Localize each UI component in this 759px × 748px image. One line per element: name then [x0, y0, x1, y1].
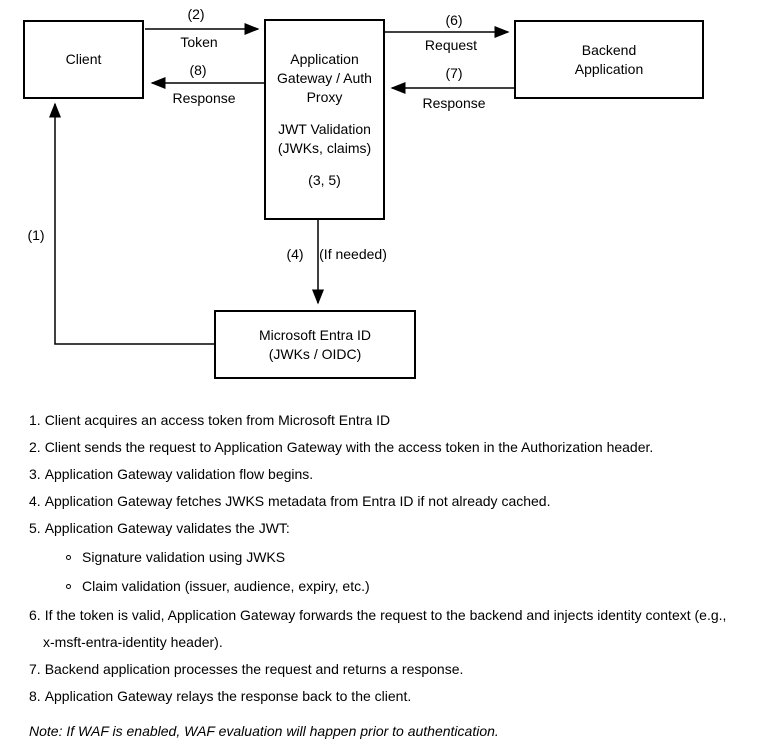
arrow-1-token-acquisition — [49, 102, 214, 345]
step-text: If the token is valid, Application Gatew… — [43, 607, 727, 650]
edge-6-label: Request — [424, 37, 478, 53]
step-number: 6. — [29, 607, 41, 623]
edge-4-number: (4) — [286, 246, 304, 262]
step-8: 8.Application Gateway relays the respons… — [29, 683, 727, 710]
step-text: Application Gateway relays the response … — [44, 688, 412, 704]
backend-label: Backend Application — [574, 41, 644, 77]
gateway-title: Application Gateway / Auth Proxy — [277, 50, 372, 105]
step-text: Application Gateway validates the JWT: — [44, 520, 290, 536]
backend-application-node: Backend Application — [514, 20, 704, 99]
step-1: 1.Client acquires an access token from M… — [29, 407, 727, 434]
client-label: Client — [65, 51, 102, 67]
step-6: 6.If the token is valid, Application Gat… — [29, 602, 727, 656]
gateway-step-numbers: (3, 5) — [308, 171, 341, 188]
step-2: 2.Client sends the request to Applicatio… — [29, 434, 727, 461]
application-gateway-node: Application Gateway / Auth Proxy JWT Val… — [264, 19, 385, 220]
step-text: Application Gateway fetches JWKS metadat… — [44, 493, 551, 509]
edge-2-label: Token — [180, 34, 218, 50]
step-text: Application Gateway validation flow begi… — [44, 466, 314, 482]
substep-claim-validation: Claim validation (issuer, audience, expi… — [66, 573, 727, 600]
entra-label: Microsoft Entra ID (JWKs / OIDC) — [258, 326, 372, 362]
step-text: Client acquires an access token from Mic… — [44, 412, 391, 428]
step-5: 5.Application Gateway validates the JWT: — [29, 515, 727, 542]
substep-text: Signature validation using JWKS — [82, 549, 286, 565]
substep-text: Claim validation (issuer, audience, expi… — [82, 578, 370, 594]
edge-8-label: Response — [172, 90, 236, 106]
edge-1-number: (1) — [27, 227, 45, 243]
step-number: 5. — [29, 520, 41, 536]
gateway-validation-label: JWT Validation (JWKs, claims) — [277, 120, 372, 156]
step-list: 1.Client acquires an access token from M… — [29, 407, 727, 745]
step-4: 4.Application Gateway fetches JWKS metad… — [29, 488, 727, 515]
step-number: 1. — [29, 412, 41, 428]
step-7: 7.Backend application processes the requ… — [29, 656, 727, 683]
client-node: Client — [23, 20, 144, 99]
step-3: 3.Application Gateway validation flow be… — [29, 461, 727, 488]
edge-6-number: (6) — [445, 12, 463, 28]
step-text: Backend application processes the reques… — [44, 661, 464, 677]
substep-signature-validation: Signature validation using JWKS — [66, 544, 727, 571]
step-number: 8. — [29, 688, 41, 704]
step-number: 2. — [29, 439, 41, 455]
microsoft-entra-id-node: Microsoft Entra ID (JWKs / OIDC) — [214, 310, 416, 379]
bullet-circle-icon — [66, 555, 71, 560]
edge-4-label: (If needed) — [319, 246, 387, 262]
step-number: 7. — [29, 661, 41, 677]
step-text: Client sends the request to Application … — [44, 439, 654, 455]
edge-8-number: (8) — [189, 62, 207, 78]
edge-2-number: (2) — [187, 6, 205, 22]
edge-7-label: Response — [422, 95, 486, 111]
step-number: 3. — [29, 466, 41, 482]
edge-7-number: (7) — [445, 65, 463, 81]
flow-arrows — [49, 23, 514, 345]
bullet-circle-icon — [66, 584, 71, 589]
step-number: 4. — [29, 493, 41, 509]
waf-note: Note: If WAF is enabled, WAF evaluation … — [29, 723, 499, 739]
auth-flow-diagram: Client Application Gateway / Auth Proxy … — [23, 6, 704, 379]
